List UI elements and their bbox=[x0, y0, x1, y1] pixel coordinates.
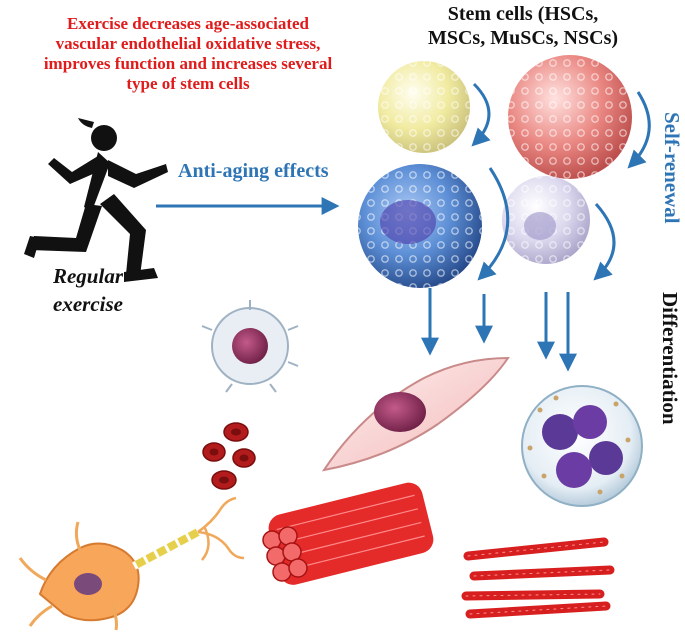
headline-line-4: type of stem cells bbox=[126, 74, 250, 93]
stem-cell-blue bbox=[358, 164, 482, 288]
headline-line-2: vascular endothelial oxidative stress, bbox=[55, 34, 321, 53]
headline-text: Exercise decreases age-associated vascul… bbox=[8, 14, 368, 94]
red-blood-cells-icon bbox=[202, 422, 256, 490]
axon-myelin bbox=[132, 528, 200, 570]
runner-silhouette-icon bbox=[24, 118, 168, 282]
regular-line-2: exercise bbox=[53, 292, 123, 316]
stem-cells-line-2: MSCs, MuSCs, NSCs) bbox=[427, 27, 619, 49]
headline-line-3: improves function and increases several bbox=[43, 54, 333, 73]
differentiation-label: Differentiation bbox=[658, 292, 682, 425]
muscle-fiber-bundle-icon bbox=[262, 482, 434, 585]
immune-cell-icon bbox=[201, 300, 299, 393]
anti-aging-label: Anti-aging effects bbox=[178, 160, 329, 182]
differentiation-arrows bbox=[421, 288, 577, 372]
fibroblast-cell-icon bbox=[321, 356, 510, 472]
regular-line-1: Regular bbox=[52, 264, 123, 288]
headline-line-1: Exercise decreases age-associated bbox=[66, 14, 310, 33]
self-renewal-arrows bbox=[471, 82, 651, 281]
regular-exercise-label: Regular exercise bbox=[38, 262, 138, 318]
stem-cell-yellow bbox=[378, 61, 470, 153]
granulocyte-cell-icon bbox=[521, 385, 643, 507]
stem-cell-red bbox=[508, 55, 632, 179]
self-renewal-label: Self-renewal bbox=[660, 112, 684, 224]
muscle-fibers-icon bbox=[461, 537, 615, 619]
stem-cell-lavender bbox=[502, 176, 590, 264]
neuron-cell-icon bbox=[18, 496, 245, 631]
stem-cells-title: Stem cells (HSCs, MSCs, MuSCs, NSCs) bbox=[388, 2, 658, 50]
stem-cells-line-1: Stem cells (HSCs, bbox=[447, 3, 599, 25]
